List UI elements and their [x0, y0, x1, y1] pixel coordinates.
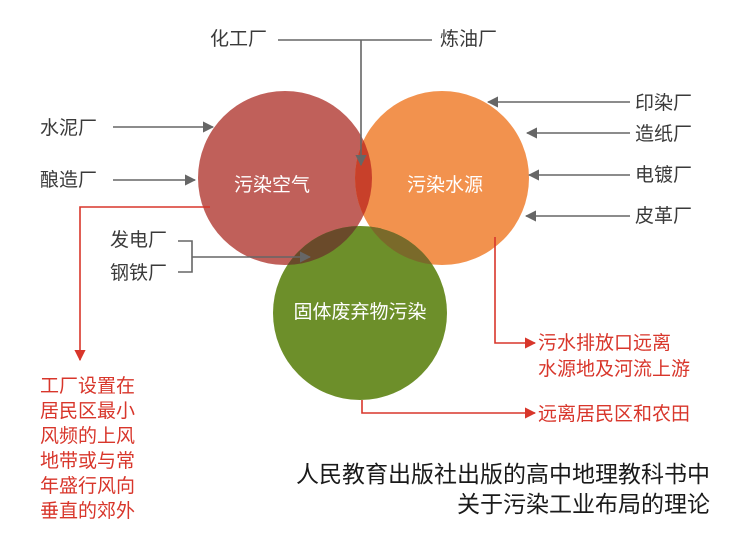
factory-cement-label: 水泥厂 [40, 117, 97, 139]
factory-power-label: 发电厂 [110, 229, 167, 251]
factory-paper-label: 造纸厂 [635, 123, 692, 145]
solid-note-arrow [361, 400, 537, 419]
caption-line-1: 人民教育出版社出版的高中地理教科书中 [296, 462, 710, 488]
air-note-line: 居民区最小 [40, 400, 135, 422]
solid-note: 远离居民区和农田 [538, 403, 690, 425]
factory-steel-label: 钢铁厂 [110, 262, 167, 284]
factory-electroplating-label: 电镀厂 [635, 164, 692, 186]
factory-refinery-label: 炼油厂 [440, 28, 497, 50]
solid-circle-label: 固体废弃物污染 [293, 301, 426, 323]
air-note: 工厂设置在 居民区最小 风频的上风 地带或与常 年盛行风向 垂直的郊外 [40, 375, 135, 522]
air-note-line: 风频的上风 [40, 425, 135, 447]
water-note: 污水排放口远离 水源地及河流上游 [538, 332, 690, 380]
water-note-line: 污水排放口远离 [538, 332, 671, 354]
air-note-line: 年盛行风向 [40, 475, 135, 497]
caption-line-2: 关于污染工业布局的理论 [457, 492, 710, 518]
water-pollution-circle [355, 91, 529, 265]
air-circle-label: 污染空气 [234, 174, 310, 196]
water-circle-label: 污染水源 [407, 174, 483, 196]
water-note-line: 水源地及河流上游 [538, 358, 690, 380]
air-note-arrow [74, 206, 210, 362]
factory-brewery-label: 酿造厂 [40, 169, 97, 191]
air-note-line: 地带或与常 [40, 450, 135, 472]
factory-leather-label: 皮革厂 [635, 205, 692, 227]
air-note-line: 垂直的郊外 [40, 500, 135, 522]
top-factories-arrow [278, 39, 432, 165]
water-note-arrow [494, 237, 537, 349]
factory-printing-label: 印染厂 [635, 92, 692, 114]
factory-chemical-label: 化工厂 [210, 28, 267, 50]
air-pollution-circle [198, 91, 372, 265]
solid-waste-circle [273, 226, 447, 400]
air-note-line: 工厂设置在 [40, 375, 135, 397]
power-steel-arrow [178, 240, 310, 273]
